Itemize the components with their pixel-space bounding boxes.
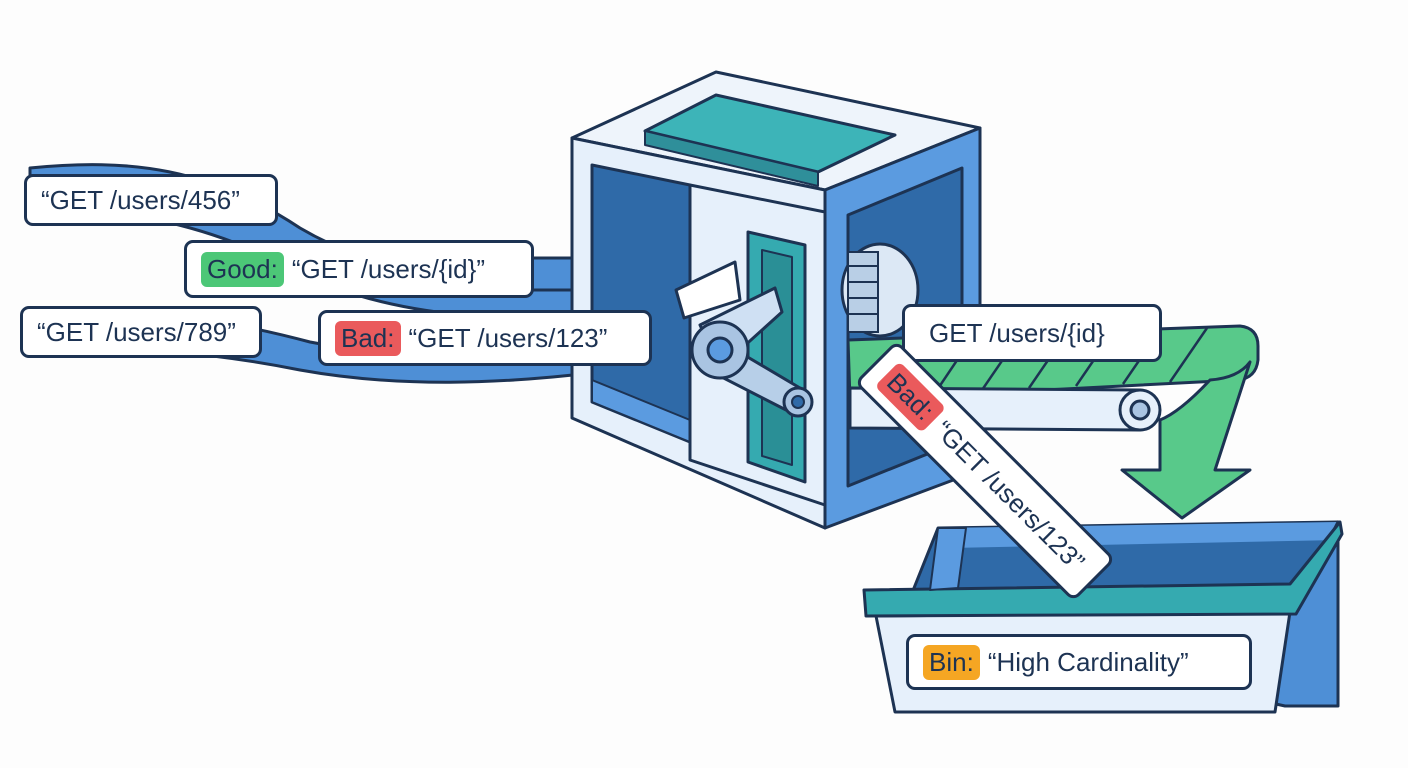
bin-tag: Bin: [923,644,980,680]
raw-request-456-text: “GET /users/456” [41,185,240,215]
good-tag: Good: [201,251,284,287]
good-request-text: “GET /users/{id}” [291,254,485,284]
processing-machine [570,70,982,530]
raw-request-789-label: “GET /users/789” [20,306,262,358]
normalized-output-label: GET /users/{id} [902,304,1162,362]
down-arrow [1120,360,1252,520]
good-request-label: Good: “GET /users/{id}” [184,240,534,298]
bin-label: Bin: “High Cardinality” [906,634,1252,690]
normalized-output-text: GET /users/{id} [929,318,1105,348]
bin-rim [862,520,1344,618]
lever-arm [690,286,814,418]
bad-request-label: Bad: “GET /users/123” [318,310,652,366]
bin-text: “High Cardinality” [987,647,1189,677]
raw-request-456-label: “GET /users/456” [24,174,278,226]
raw-request-789-text: “GET /users/789” [37,317,236,347]
bad-request-text: “GET /users/123” [408,323,608,353]
bad-tag: Bad: [335,320,401,356]
